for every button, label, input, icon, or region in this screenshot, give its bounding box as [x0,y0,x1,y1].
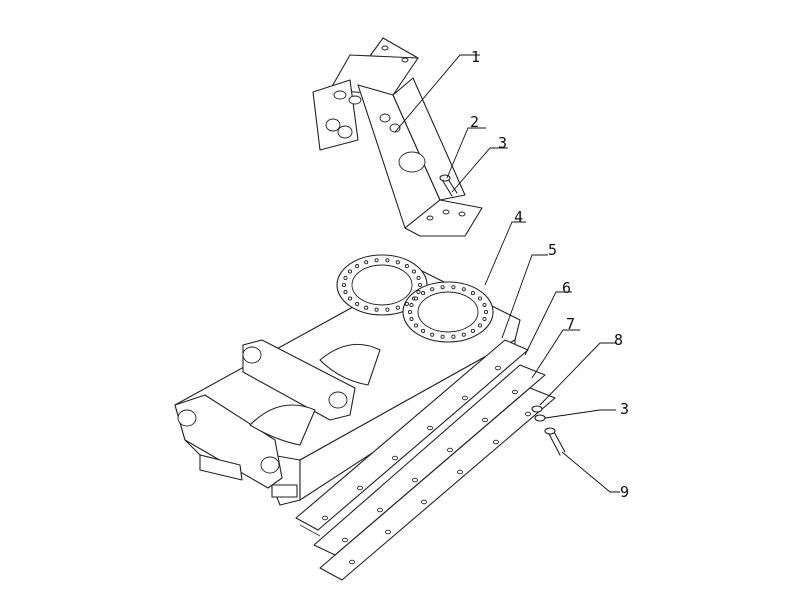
flange-bolt-hole [347,269,353,274]
flange-bolt-hole [477,296,483,301]
flange-bolt-hole [451,334,456,339]
flange-bolt-hole [347,296,353,301]
plate-part-7 [319,387,556,581]
callout-4: 4 [514,208,523,226]
flange-bolt-hole [482,302,487,308]
flange-bolt-hole [417,282,423,288]
leader-lines [394,54,620,493]
callout-3-lower: 3 [620,400,629,418]
flange-bolt-hole [470,328,475,333]
flange-bolt-hole [416,289,421,295]
flange-bolt-hole [374,307,379,312]
flange-bolt-hole [430,332,435,337]
flange-bolt-hole [341,282,347,288]
flange-bolt-hole [413,323,419,328]
flange-bolt-hole [470,291,475,296]
flange-bolt-hole [421,328,426,333]
flange-bolt-hole [364,305,369,310]
bolt-part-9 [544,427,566,456]
flange-bolt-hole [404,264,409,269]
flange-bolt-hole [461,287,466,292]
flange-bolt-hole [440,334,445,339]
flange-bolt-hole [343,289,348,295]
flange-bolt-hole [440,285,445,290]
bracket-part-1 [312,37,483,237]
callout-5: 5 [548,241,557,259]
callout-3-upper: 3 [498,134,507,152]
flange-bolt-hole [395,305,400,310]
callout-8: 8 [614,331,623,349]
plate-part-5 [295,339,529,537]
flange-bolt-hole [395,260,400,265]
plate-part-6 [313,364,546,556]
flange-bolt-hole [421,291,426,296]
flange-bolt-hole [482,316,487,322]
flange-bolt-hole [355,264,360,269]
flange-bolt-hole [409,316,414,322]
callout-1: 1 [471,48,480,66]
flange-bolt-hole [364,260,369,265]
callout-7: 7 [566,315,575,333]
flange-bolt-hole [461,332,466,337]
callout-2: 2 [470,113,479,131]
flange-bolt-hole [385,307,390,312]
flange-bolt-hole [477,323,483,328]
callout-9: 9 [620,483,629,501]
flange-bolt-hole [404,301,409,306]
flange-bolt-hole [355,301,360,306]
flange-bolt-hole [413,296,419,301]
nut-part-3 [534,414,546,422]
flange-bolt-hole [483,309,489,315]
flange-bolt-hole [407,309,413,315]
flange-bolt-hole [416,275,421,281]
washer-part-8 [531,405,543,413]
flange-bolt-hole [411,269,417,274]
flange-bolt-hole [430,287,435,292]
flange-bolt-hole [409,302,414,308]
callout-6: 6 [562,279,571,297]
flange-bolt-hole [385,258,390,263]
flange-bolt-hole [451,285,456,290]
flange-bolt-hole [343,275,348,281]
flange-bolt-hole [374,258,379,263]
